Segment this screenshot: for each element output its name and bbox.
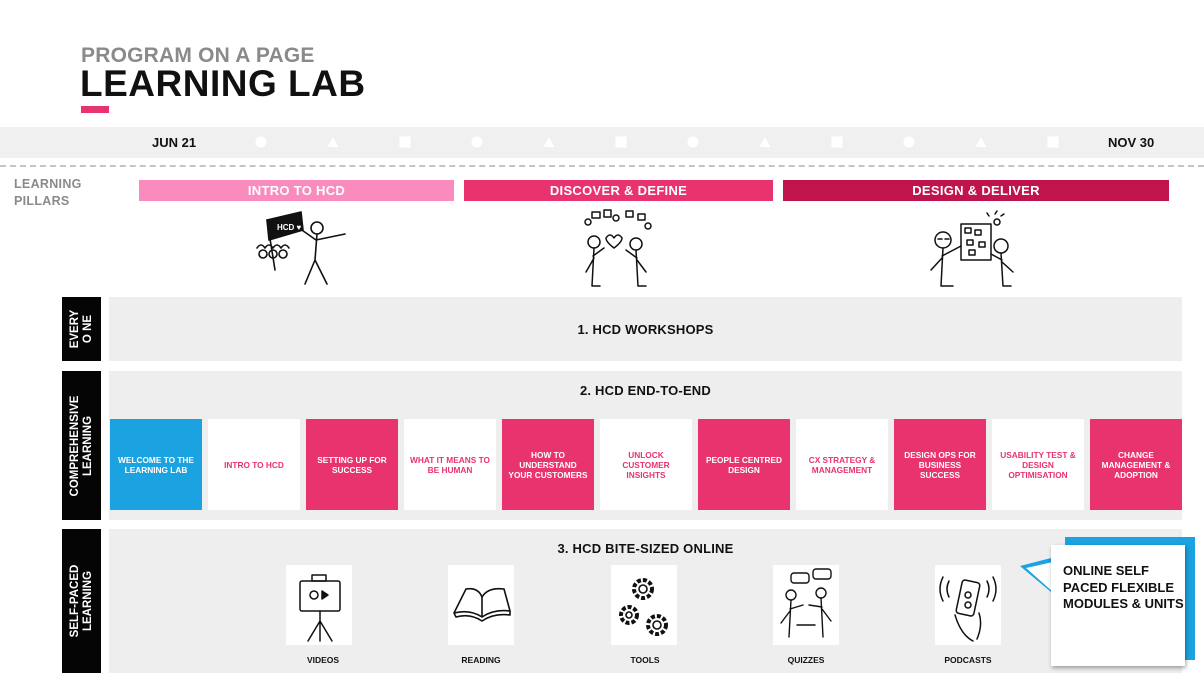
timeline-circle-marker <box>471 136 483 148</box>
timeline-circle-marker <box>687 136 699 148</box>
pillars-label-line1: LEARNING <box>14 177 82 191</box>
module-card: DESIGN OPS FOR BUSINESS SUCCESS <box>894 419 986 510</box>
section-title-end-to-end: 2. HCD END-TO-END <box>579 383 711 398</box>
timeline-circle-marker <box>255 136 267 148</box>
timeline-triangle-marker <box>975 136 987 148</box>
video-camera-icon <box>286 565 352 645</box>
svg-text:HCD ♥: HCD ♥ <box>277 223 302 232</box>
resource-label-tools: TOOLS <box>630 655 660 665</box>
timeline-square-marker <box>399 136 411 148</box>
page-title: LEARNING LAB <box>80 63 366 104</box>
module-card: INTRO TO HCD <box>208 419 300 510</box>
title-accent-bar <box>81 106 109 113</box>
flag-march-sketch-icon: HCD ♥ <box>256 211 346 285</box>
open-book-icon <box>448 565 514 645</box>
row-label-comprehensive-line1: COMPREHENSIVE <box>68 395 81 496</box>
timeline-square-marker <box>1047 136 1059 148</box>
module-card: HOW TO UNDERSTAND YOUR CUSTOMERS <box>502 419 594 510</box>
section-title-workshops: 1. HCD WORKSHOPS <box>577 322 714 337</box>
module-card: UNLOCK CUSTOMER INSIGHTS <box>600 419 692 510</box>
resource-label-podcasts: PODCASTS <box>944 655 992 665</box>
timeline-end-date: NOV 30 <box>1108 135 1155 150</box>
discover-people-sketch-icon <box>584 209 652 287</box>
callout-tail <box>1020 558 1053 592</box>
timeline-bar: JUN 21 NOV 30 <box>0 127 1204 158</box>
section-hcd-workshops: 1. HCD WORKSHOPS <box>109 297 1182 361</box>
resource-label-videos: VIDEOS <box>306 655 340 665</box>
pillar-intro-to-hcd: INTRO TO HCD <box>139 180 454 201</box>
timeline-triangle-marker <box>759 136 771 148</box>
conversation-icon <box>773 565 839 645</box>
row-label-self-paced-line2: LEARNING <box>81 570 94 632</box>
row-label-everyone-line2: O NE <box>81 314 94 344</box>
timeline-square-marker <box>831 136 843 148</box>
pillars-label-line2: PILLARS <box>14 194 70 208</box>
timeline-square-marker <box>615 136 627 148</box>
row-label-everyone-line1: EVERY <box>68 309 81 349</box>
module-card: CHANGE MANAGEMENT & ADOPTION <box>1090 419 1182 510</box>
timeline-triangle-marker <box>543 136 555 148</box>
timeline-triangle-marker <box>327 136 339 148</box>
module-card: WHAT IT MEANS TO BE HUMAN <box>404 419 496 510</box>
timeline-circle-marker <box>903 136 915 148</box>
pillar-discover-define: DISCOVER & DEFINE <box>464 180 773 201</box>
resource-label-reading: READING <box>461 655 501 665</box>
row-label-self-paced-line1: SELF-PACED <box>68 564 81 638</box>
page-subtitle: PROGRAM ON A PAGE <box>81 44 315 67</box>
gears-icon <box>611 565 677 645</box>
module-card: SETTING UP FOR SUCCESS <box>306 419 398 510</box>
module-card: USABILITY TEST & DESIGN OPTIMISATION <box>992 419 1084 510</box>
module-card: WELCOME TO THE LEARNING LAB <box>110 419 202 510</box>
section-title-bite-sized: 3. HCD BITE-SIZED ONLINE <box>557 541 734 556</box>
timeline-divider <box>0 165 1204 167</box>
design-board-sketch-icon <box>930 210 1014 287</box>
resource-label-quizzes: QUIZZES <box>787 655 825 665</box>
phone-audio-icon <box>935 565 1001 645</box>
row-label-comprehensive-line2: LEARNING <box>81 415 94 476</box>
module-card: CX STRATEGY & MANAGEMENT <box>796 419 888 510</box>
online-self-paced-callout: ONLINE SELF PACED FLEXIBLE MODULES & UNI… <box>1051 545 1185 666</box>
module-card: PEOPLE CENTRED DESIGN <box>698 419 790 510</box>
pillar-design-deliver: DESIGN & DELIVER <box>783 180 1169 201</box>
learning-pillars-label: LEARNING PILLARS <box>14 176 82 210</box>
timeline-start-date: JUN 21 <box>152 135 197 150</box>
